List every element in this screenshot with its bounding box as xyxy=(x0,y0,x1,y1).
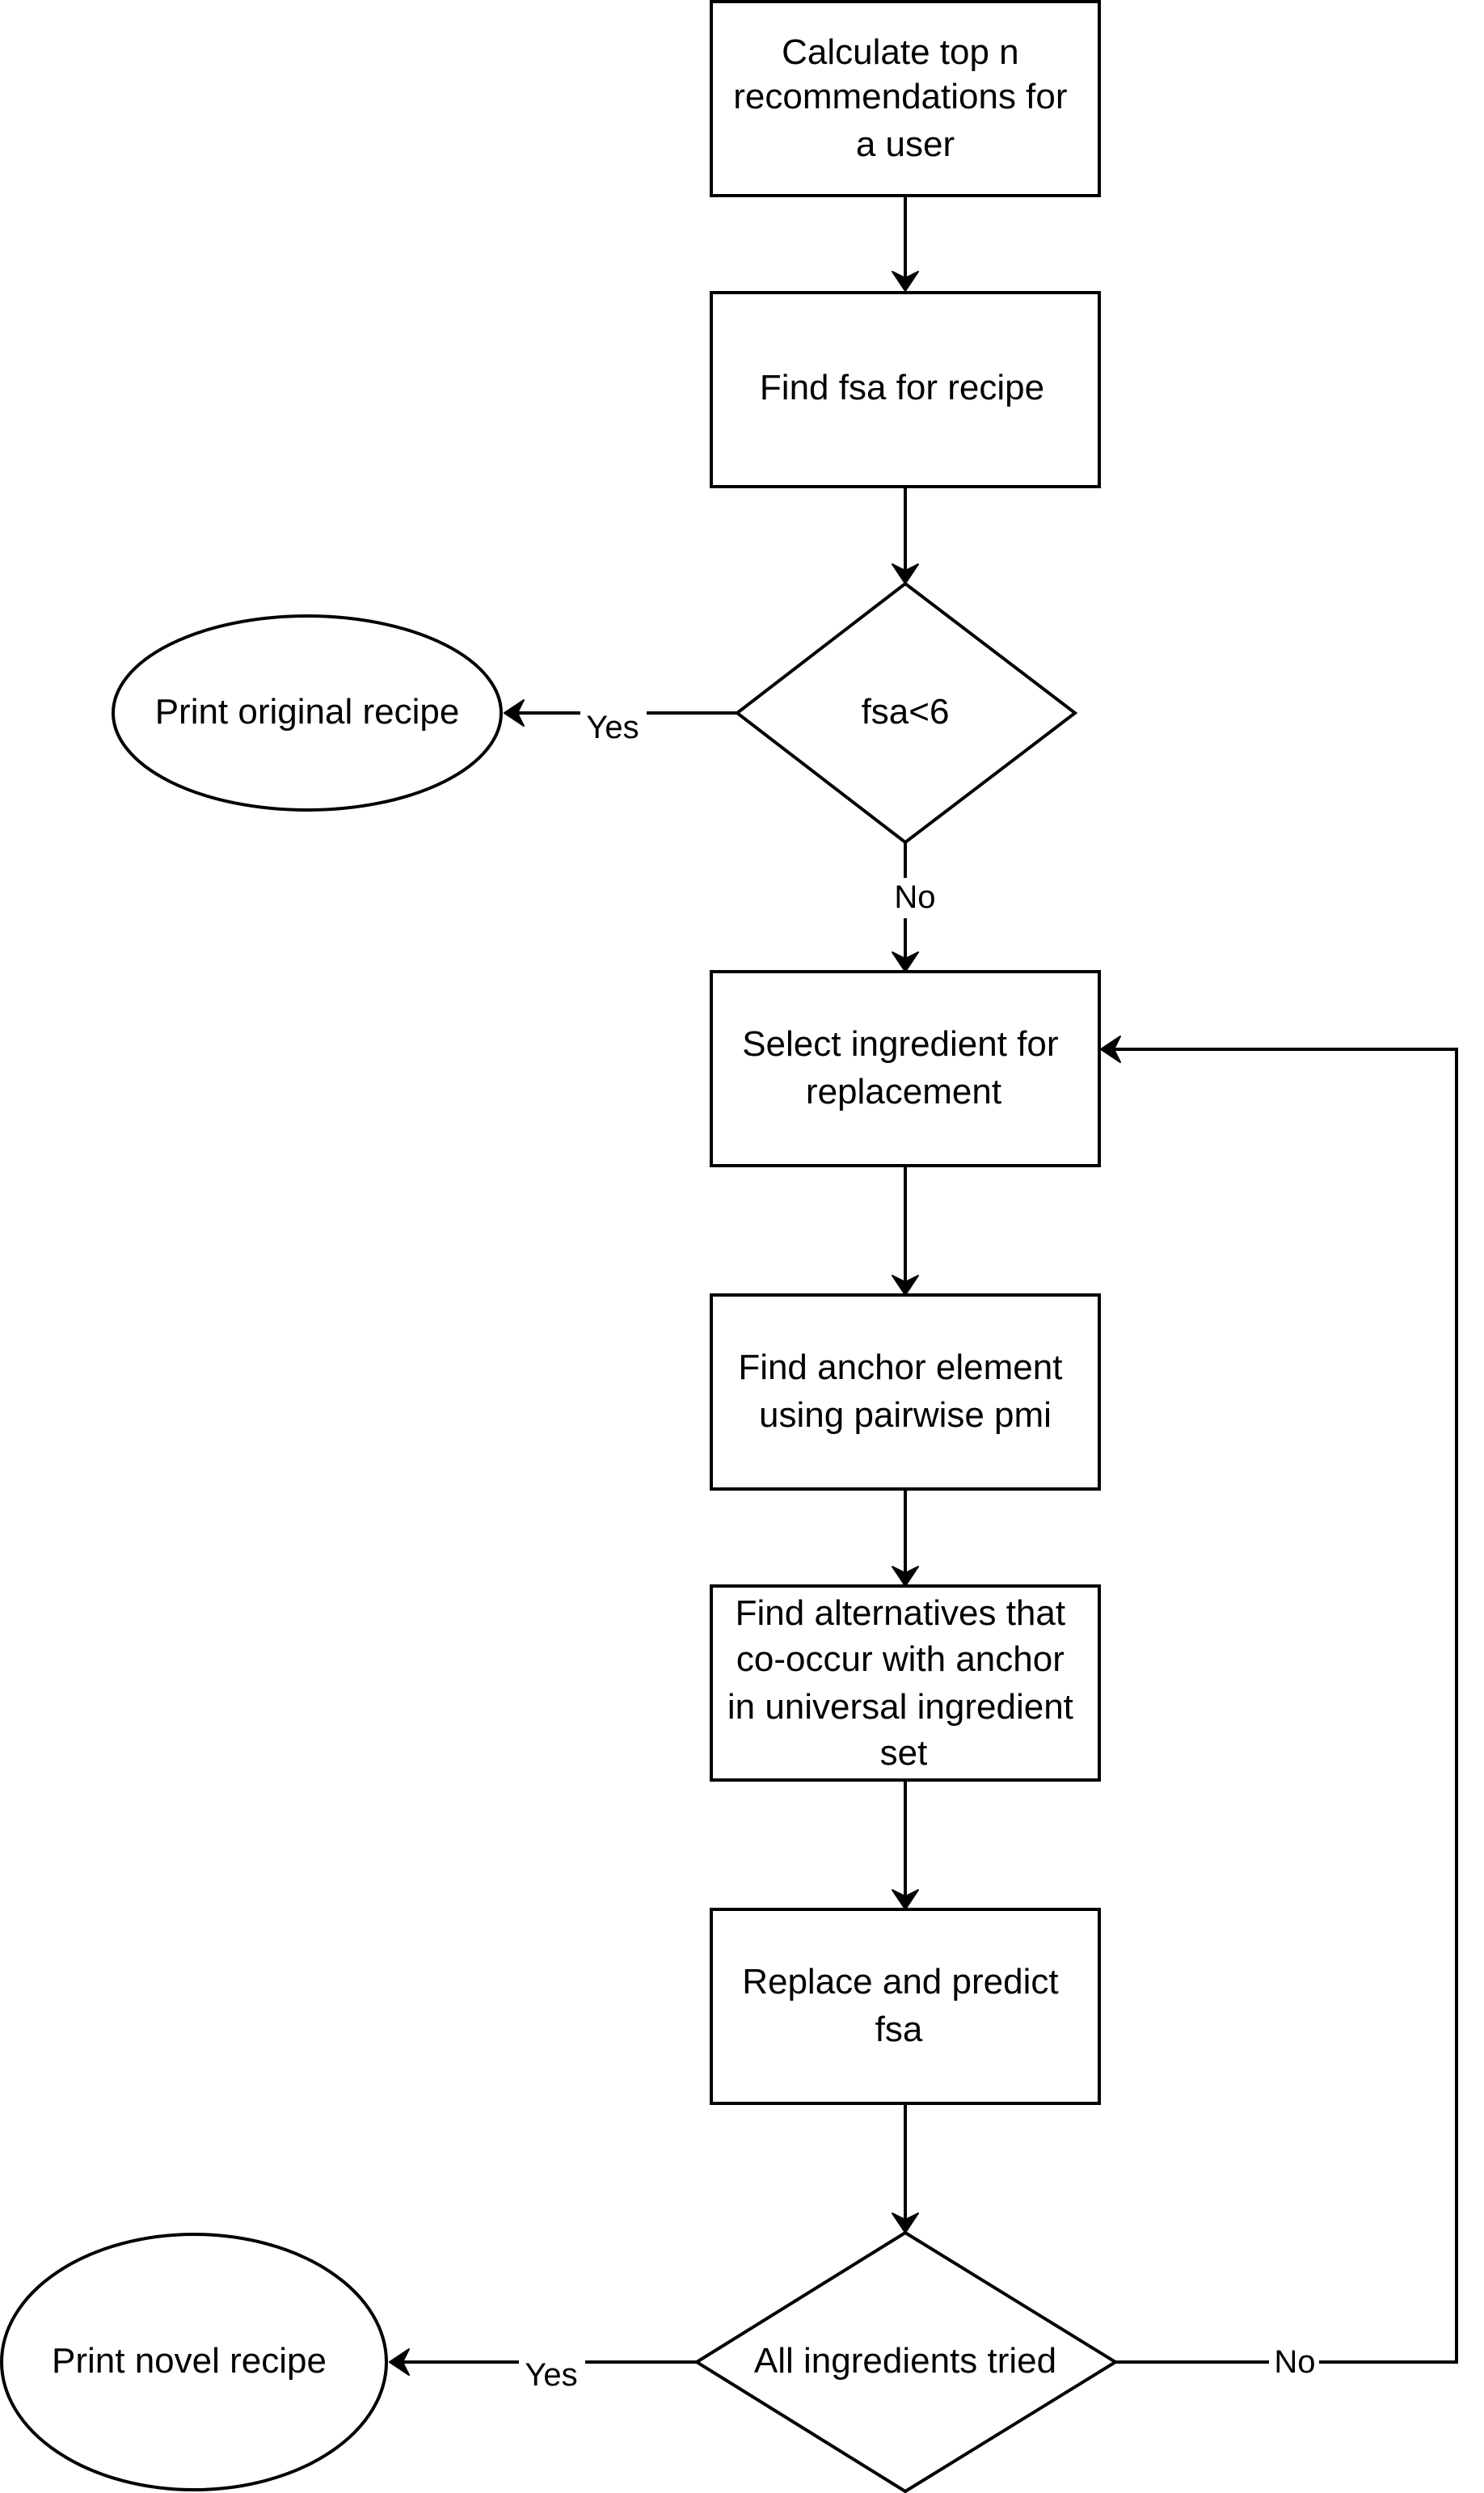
arrowhead-icon xyxy=(892,1566,919,1587)
terminal-print-original xyxy=(112,614,503,812)
label-find-alternatives: Find alternatives that co-occur with anc… xyxy=(727,1593,1083,1773)
label-calc-top-n: Calculate top n recommendations for a us… xyxy=(733,32,1077,164)
arrowhead-icon xyxy=(892,1275,919,1296)
process-find-anchor xyxy=(710,1293,1101,1491)
arrowhead-icon xyxy=(892,951,919,972)
process-replace-predict xyxy=(710,1908,1101,2105)
arrowhead-icon xyxy=(892,1889,919,1910)
edge-label-fsa-no: No xyxy=(894,880,935,915)
label-print-novel: Print novel recipe xyxy=(52,2341,327,2381)
label-select-ingredient: Select ingredient for replacement xyxy=(742,1024,1069,1112)
arrowhead-icon xyxy=(504,699,525,727)
decision-fsa-check xyxy=(734,581,1078,845)
label-all-tried: All ingredients tried xyxy=(754,2341,1056,2381)
nodes xyxy=(0,0,1119,2493)
process-select-ingredient xyxy=(710,970,1101,1167)
edge-labels: Yes No Yes No xyxy=(519,708,1319,2396)
arrowhead-icon xyxy=(389,2348,410,2376)
arrowhead-icon xyxy=(892,563,919,584)
arrowhead-icon xyxy=(1100,1036,1121,1063)
edge-label-tried-yes: Yes xyxy=(525,2357,577,2393)
arrowhead-icon xyxy=(892,2212,919,2234)
label-find-anchor: Find anchor element using pairwise pmi xyxy=(738,1348,1072,1435)
label-find-fsa: Find fsa for recipe xyxy=(760,368,1044,407)
arrowhead-icon xyxy=(892,271,919,292)
decision-all-tried xyxy=(694,2230,1119,2493)
label-replace-predict: Replace and predict fsa xyxy=(742,1962,1069,2049)
terminal-print-novel xyxy=(0,2233,388,2491)
process-find-fsa xyxy=(710,291,1101,488)
edge-label-tried-no: No xyxy=(1274,2344,1315,2380)
label-fsa-check: fsa<6 xyxy=(862,692,950,732)
edge-all-tried-loop-to-select xyxy=(1112,1048,1458,2364)
node-texts: Calculate top n recommendations for a us… xyxy=(52,32,1083,2381)
label-print-original: Print original recipe xyxy=(155,692,460,732)
edge-label-fsa-yes: Yes xyxy=(586,710,639,745)
process-calc-top-n xyxy=(710,0,1101,197)
process-find-alternatives xyxy=(710,1584,1101,1782)
